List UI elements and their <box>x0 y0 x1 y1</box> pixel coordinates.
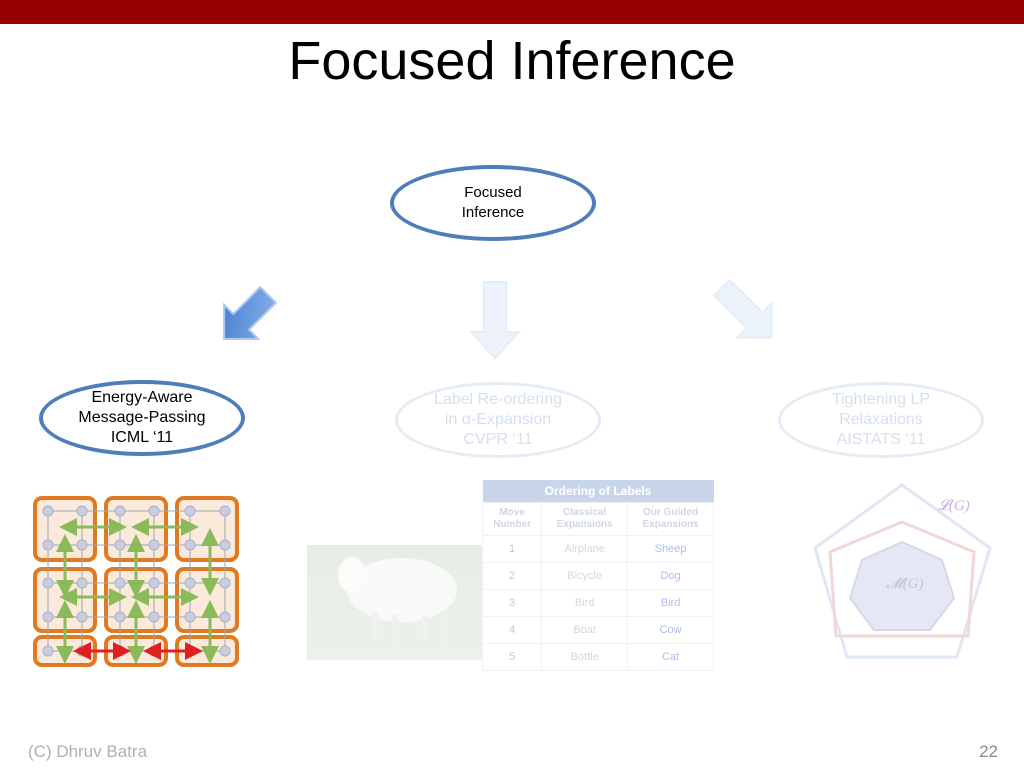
footer-author: (C) Dhruv Batra <box>28 742 148 761</box>
message-passing-grid <box>33 496 239 667</box>
table-cell: 5 <box>481 643 543 671</box>
sheep-image <box>307 545 482 660</box>
table-header-cell: Our Guided Expansions <box>627 502 714 536</box>
inner-polytope-label: 𝓜(G) <box>886 576 924 592</box>
arrow-down-right-icon <box>712 278 773 339</box>
outer-pentagon <box>813 483 992 659</box>
table-row: 5 Bottle Cat <box>481 643 714 671</box>
arrow-down-icon <box>468 281 522 360</box>
table-cell: Bottle <box>541 643 629 671</box>
table-title-row: Ordering of Labels <box>482 480 714 503</box>
table-cell: Cat <box>627 643 714 671</box>
node-energy-aware: Energy-Aware Message-Passing ICML ‘11 <box>39 380 245 456</box>
node-tightening-lp: Tightening LP Relaxations AISTATS ‘11 <box>778 382 984 458</box>
table-cell: 4 <box>481 616 543 644</box>
page-number: 22 <box>979 742 998 761</box>
node-focused-inference: Focused Inference <box>390 165 596 241</box>
table-title: Ordering of Labels <box>482 480 714 503</box>
table-cell: Bird <box>541 589 629 617</box>
table-header-cell: Move Number <box>481 502 543 536</box>
polytope-diagram: 𝓛(G) 𝓜(G) <box>813 483 992 659</box>
table-cell: Sheep <box>627 535 714 563</box>
table-cell: 1 <box>481 535 543 563</box>
sheep-icon <box>338 557 457 641</box>
inner-heptagon <box>848 540 956 631</box>
node-label-reordering: Label Re-ordering in α-Expansion CVPR ‘1… <box>395 382 601 458</box>
table-cell: 3 <box>481 589 543 617</box>
table-row: 2 Bicycle Dog <box>481 562 714 590</box>
table-header-cell: Classical Expansions <box>541 502 629 536</box>
table-cell: Dog <box>627 562 714 590</box>
label-ordering-table: Ordering of Labels Move Number Classical… <box>481 480 714 671</box>
green-messages <box>56 518 219 664</box>
table-row: 3 Bird Bird <box>481 589 714 617</box>
top-bar <box>0 0 1024 24</box>
arrow-down-left-icon <box>223 285 278 340</box>
table-cell: 2 <box>481 562 543 590</box>
table-row: 1 Airplane Sheep <box>481 535 714 563</box>
table-cell: Airplane <box>541 535 629 563</box>
table-cell: Boat <box>541 616 629 644</box>
outer-polytope-label: 𝓛(G) <box>938 498 970 514</box>
middle-polygon <box>828 520 976 638</box>
table-header-row: Move Number Classical Expansions Our Gui… <box>481 502 714 536</box>
table-row: 4 Boat Cow <box>481 616 714 644</box>
table-cell: Bicycle <box>541 562 629 590</box>
slide-title: Focused Inference <box>288 31 736 91</box>
table-cell: Bird <box>627 589 714 617</box>
table-cell: Cow <box>627 616 714 644</box>
